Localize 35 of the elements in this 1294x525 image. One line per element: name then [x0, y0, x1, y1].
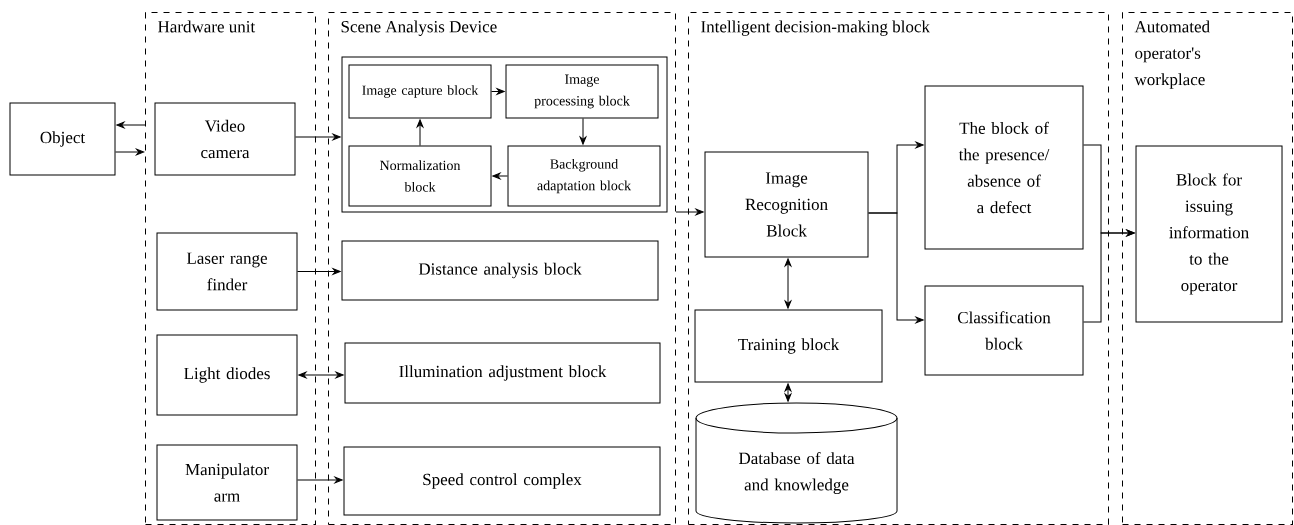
arrow	[297, 268, 341, 275]
group-box	[341, 56, 668, 213]
process-box: Normalization block	[348, 145, 492, 207]
arrow	[579, 118, 587, 145]
process-box: Speed control complex	[343, 446, 661, 516]
process-box: Laser range finder	[156, 232, 298, 311]
double-arrow	[784, 258, 792, 309]
process-box: The block of the presence/ absence of a defect	[924, 85, 1084, 250]
arrow	[115, 148, 145, 156]
process-box: Image capture block	[348, 64, 492, 119]
process-box: Video camera	[154, 102, 296, 176]
process-box: Object	[9, 102, 116, 176]
node-label: Database of data and knowledge	[738, 451, 855, 495]
database-cylinder: Database of data and knowledge	[695, 402, 898, 524]
process-box: Block for issuing information to the operator	[1135, 145, 1283, 323]
double-arrow	[298, 371, 344, 379]
process-box: Background adaptation block	[507, 145, 661, 207]
arrow	[295, 133, 341, 141]
arrow	[491, 88, 505, 95]
process-box: Light diodes	[156, 334, 298, 416]
arrow	[297, 476, 343, 484]
double-arrow	[784, 383, 792, 402]
process-box: Classification block	[924, 285, 1084, 376]
process-box: Image processing block	[505, 64, 659, 119]
process-box: Manipulator arm	[156, 444, 298, 521]
arrow	[416, 119, 424, 146]
process-box: Illumination adjustment block	[344, 342, 661, 404]
arrow	[492, 172, 508, 180]
arrow	[868, 212, 924, 324]
process-box: Training block	[694, 309, 883, 383]
arrow	[675, 208, 704, 216]
arrow	[116, 121, 146, 129]
process-box: Image Recognition Block	[704, 151, 869, 258]
arrow	[1083, 229, 1135, 323]
process-box: Distance analysis block	[341, 240, 659, 301]
